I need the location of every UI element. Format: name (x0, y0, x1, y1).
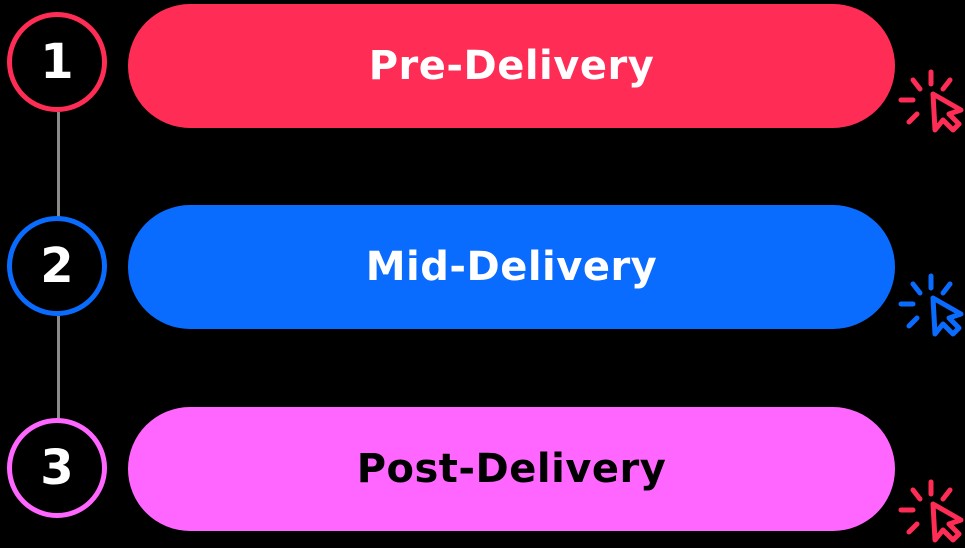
step-3-circle: 3 (7, 418, 107, 518)
connector-2-3 (57, 316, 60, 420)
step-1-label: Pre-Delivery (368, 43, 655, 89)
step-1-button[interactable]: Pre-Delivery (128, 4, 895, 128)
click-cursor-icon (895, 476, 965, 548)
click-cursor-icon (895, 66, 965, 138)
step-3-number: 3 (40, 440, 74, 496)
step-3-button[interactable]: Post-Delivery (128, 407, 895, 531)
step-1-circle: 1 (7, 12, 107, 112)
step-2-label: Mid-Delivery (365, 244, 658, 290)
step-2-circle: 2 (7, 216, 107, 316)
step-2-number: 2 (40, 238, 74, 294)
step-1-number: 1 (40, 34, 74, 90)
click-cursor-icon (895, 270, 965, 342)
connector-1-2 (57, 112, 60, 218)
step-3-label: Post-Delivery (356, 446, 667, 492)
step-2-button[interactable]: Mid-Delivery (128, 205, 895, 329)
